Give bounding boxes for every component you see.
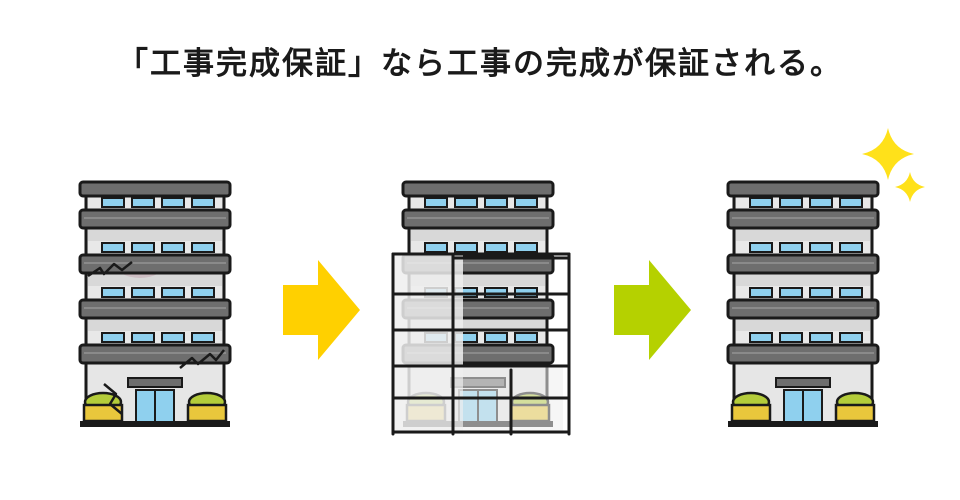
sparkle-icon [862, 128, 925, 202]
yellow-arrow-icon [283, 260, 360, 360]
completed-building-icon [726, 180, 880, 427]
damaged-building-icon [78, 180, 232, 427]
green-arrow-icon [614, 260, 691, 360]
scaffolded-building-icon [391, 180, 571, 436]
headline: 「工事完成保証」なら工事の完成が保証される。 [117, 46, 843, 82]
